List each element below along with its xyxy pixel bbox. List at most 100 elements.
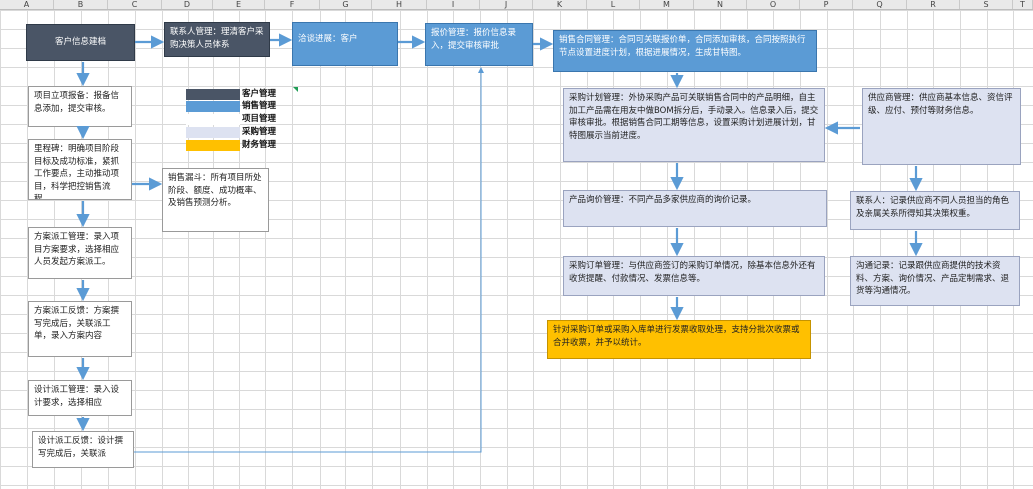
plan-dispatch-box[interactable]: 方案派工管理：录入项目方案要求，选择相应人员发起方案派工。 xyxy=(28,227,132,279)
legend-label: 采购管理 xyxy=(242,127,277,137)
column-gridline xyxy=(907,10,908,489)
invoice-mgmt-box[interactable]: 针对采购订单或采购入库单进行发票收取处理，支持分批次收票或合并收票，并予以统计。 xyxy=(547,320,811,359)
column-gridline xyxy=(587,10,588,489)
column-header-h[interactable]: H xyxy=(372,0,427,9)
column-header-l[interactable]: L xyxy=(587,0,640,9)
supplier-mgmt-box[interactable]: 供应商管理：供应商基本信息、资信评级、应付、预付等财务信息。 xyxy=(862,88,1021,165)
column-header-r[interactable]: R xyxy=(907,0,960,9)
column-header-d[interactable]: D xyxy=(162,0,213,9)
purchase-plan-box[interactable]: 采购计划管理：外协采购产品可关联销售合同中的产品明细，自主加工产品需在用友中做B… xyxy=(563,88,825,162)
negotiation-box[interactable]: 洽谈进展：客户 xyxy=(292,22,398,66)
column-gridline xyxy=(345,10,346,489)
column-header-o[interactable]: O xyxy=(747,0,800,9)
column-header-b[interactable]: B xyxy=(54,0,108,9)
supplier-mgmt-text: 供应商管理：供应商基本信息、资信评级、应付、预付等财务信息。 xyxy=(868,93,1013,116)
legend-swatch xyxy=(186,101,240,112)
column-gridline xyxy=(507,10,508,489)
negotiation-text: 洽谈进展：客户 xyxy=(298,34,358,44)
column-header-t[interactable]: T xyxy=(1013,0,1033,9)
communication-box[interactable]: 沟通记录：记录跟供应商提供的技术资料、方案、询价情况、产品定制需求、退货等沟通情… xyxy=(850,256,1020,306)
column-header-k[interactable]: K xyxy=(533,0,587,9)
column-gridline xyxy=(427,10,428,489)
column-gridline xyxy=(800,10,801,489)
quote-mgmt-text: 报价管理：报价信息录入，提交审核审批 xyxy=(431,28,517,51)
column-gridline xyxy=(320,10,321,489)
column-gridline xyxy=(453,10,454,489)
column-gridline xyxy=(1013,10,1014,489)
legend-swatch xyxy=(186,140,240,151)
design-dispatch-text: 设计派工管理：录入设计要求，选择相应 xyxy=(34,385,120,408)
column-gridline xyxy=(162,10,163,489)
column-header-f[interactable]: F xyxy=(265,0,320,9)
column-gridline xyxy=(667,10,668,489)
column-gridline xyxy=(827,10,828,489)
sales-contract-box[interactable]: 销售合同管理：合同可关联报价单，合同添加审核，合同按照执行节点设置进度计划，根据… xyxy=(553,30,817,72)
column-gridline xyxy=(640,10,641,489)
legend-swatch xyxy=(186,114,240,125)
column-header-q[interactable]: Q xyxy=(853,0,907,9)
project-setup-box[interactable]: 项目立项报备：报备信息添加，提交审核。 xyxy=(28,86,132,127)
legend-label: 财务管理 xyxy=(242,140,277,150)
column-gridline xyxy=(27,10,28,489)
milestone-box[interactable]: 里程碑：明确项目阶段目标及成功标准，紧抓工作要点，主动推动项目，科学把控销售流程… xyxy=(28,139,132,200)
sales-funnel-box[interactable]: 销售漏斗：所有项目所处阶段、额度、成功概率、及销售预测分析。 xyxy=(162,168,269,232)
column-header-a[interactable]: A xyxy=(0,0,54,9)
plan-feedback-box[interactable]: 方案派工反馈：方案撰写完成后，关联派工单，录入方案内容 xyxy=(28,301,132,357)
plan-feedback-text: 方案派工反馈：方案撰写完成后，关联派工单，录入方案内容 xyxy=(34,306,120,341)
sales-contract-text: 销售合同管理：合同可关联报价单，合同添加审核，合同按照执行节点设置进度计划，根据… xyxy=(559,35,806,58)
legend-swatch xyxy=(186,127,240,138)
plan-dispatch-text: 方案派工管理：录入项目方案要求，选择相应人员发起方案派工。 xyxy=(34,232,120,267)
contact-mgmt-box[interactable]: 联系人管理：理清客户采购决策人员体系 xyxy=(164,22,270,57)
column-header-c[interactable]: C xyxy=(108,0,162,9)
cell-grid[interactable] xyxy=(0,10,1033,489)
supplier-contacts-box[interactable]: 联系人：记录供应商不同人员担当的角色及亲属关系所得知其决策权重。 xyxy=(850,191,1020,230)
column-gridline xyxy=(694,10,695,489)
legend-label: 销售管理 xyxy=(242,101,277,111)
purchase-order-box[interactable]: 采购订单管理：与供应商签订的采购订单情况，除基本信息外还有收货提醒、付款情况、发… xyxy=(563,256,825,296)
column-header-j[interactable]: J xyxy=(480,0,533,9)
design-feedback-box[interactable]: 设计派工反馈：设计撰写完成后，关联派 xyxy=(32,431,134,468)
sales-funnel-text: 销售漏斗：所有项目所处阶段、额度、成功概率、及销售预测分析。 xyxy=(168,173,262,208)
column-gridline xyxy=(292,10,293,489)
column-gridline xyxy=(400,10,401,489)
purchase-plan-text: 采购计划管理：外协采购产品可关联销售合同中的产品明细，自主加工产品需在用友中做B… xyxy=(569,93,819,141)
column-gridline xyxy=(853,10,854,489)
column-header-m[interactable]: M xyxy=(640,0,694,9)
milestone-text: 里程碑：明确项目阶段目标及成功标准，紧抓工作要点，主动推动项目，科学把控销售流程… xyxy=(34,144,120,200)
column-header-n[interactable]: N xyxy=(694,0,747,9)
column-gridline xyxy=(987,10,988,489)
column-gridline xyxy=(135,10,136,489)
inquiry-mgmt-box[interactable]: 产品询价管理：不同产品多家供应商的询价记录。 xyxy=(563,190,827,227)
design-feedback-text: 设计派工反馈：设计撰写完成后，关联派 xyxy=(38,436,124,459)
column-gridline xyxy=(239,10,240,489)
legend-swatch xyxy=(186,89,240,100)
column-gridline xyxy=(880,10,881,489)
column-gridline xyxy=(480,10,481,489)
project-setup-text: 项目立项报备：报备信息添加，提交审核。 xyxy=(34,91,120,114)
column-gridline xyxy=(188,10,189,489)
column-gridline xyxy=(960,10,961,489)
column-header-p[interactable]: P xyxy=(800,0,853,9)
column-header-g[interactable]: G xyxy=(320,0,372,9)
quote-mgmt-box[interactable]: 报价管理：报价信息录入，提交审核审批 xyxy=(425,23,533,66)
purchase-order-text: 采购订单管理：与供应商签订的采购订单情况，除基本信息外还有收货提醒、付款情况、发… xyxy=(569,261,816,284)
column-gridline xyxy=(372,10,373,489)
design-dispatch-box[interactable]: 设计派工管理：录入设计要求，选择相应 xyxy=(28,380,132,416)
customer-info-box[interactable]: 客户信息建档 xyxy=(26,24,135,61)
invoice-mgmt-text: 针对采购订单或采购入库单进行发票收取处理，支持分批次收票或合并收票，并予以统计。 xyxy=(553,325,800,348)
legend-label: 客户管理 xyxy=(242,89,277,99)
column-gridline xyxy=(533,10,534,489)
column-header-s[interactable]: S xyxy=(960,0,1013,9)
column-gridline xyxy=(933,10,934,489)
column-gridline xyxy=(213,10,214,489)
inquiry-mgmt-text: 产品询价管理：不同产品多家供应商的询价记录。 xyxy=(569,195,757,205)
column-header-e[interactable]: E xyxy=(213,0,265,9)
column-gridline xyxy=(720,10,721,489)
column-gridline xyxy=(265,10,266,489)
column-gridline xyxy=(560,10,561,489)
legend-label: 项目管理 xyxy=(242,114,277,124)
column-header-i[interactable]: I xyxy=(427,0,480,9)
column-gridline xyxy=(613,10,614,489)
